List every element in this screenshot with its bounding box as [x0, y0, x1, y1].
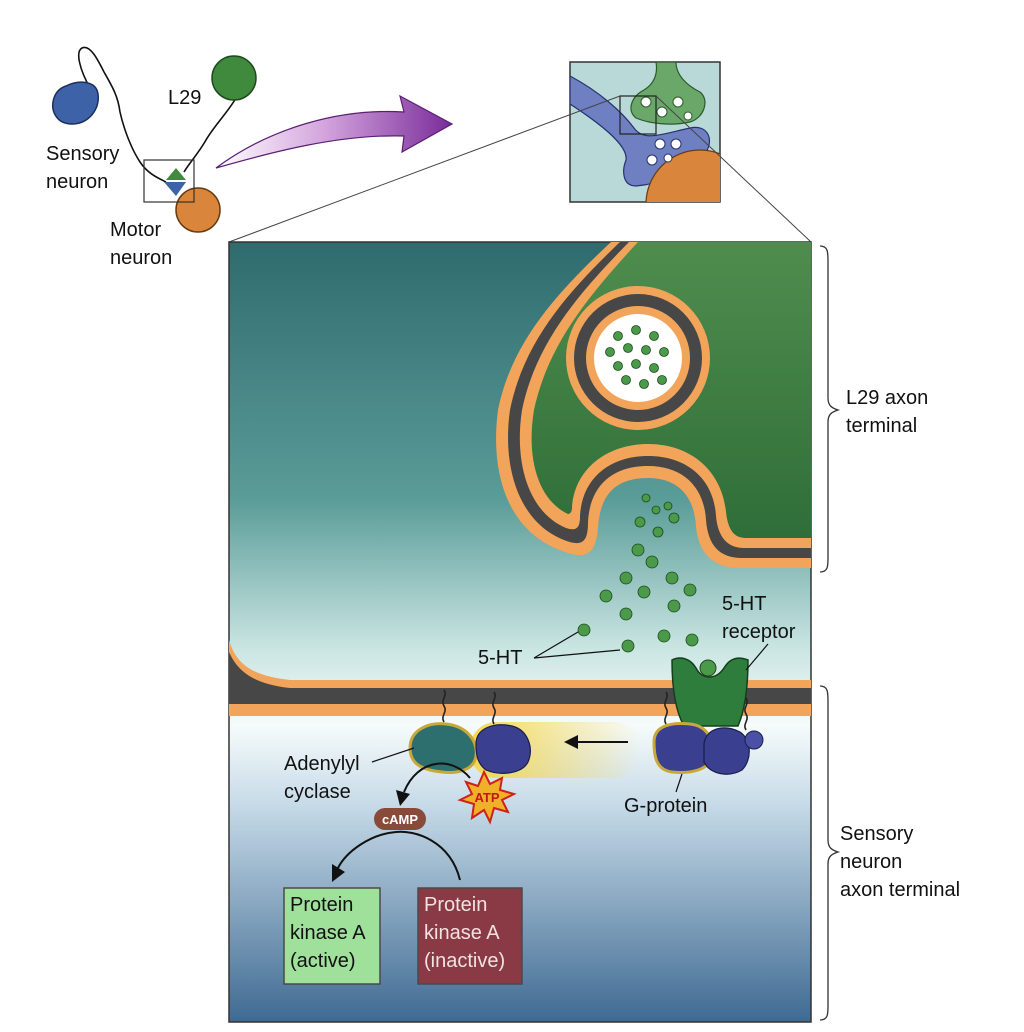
g-protein-anchor-2	[744, 697, 748, 731]
inset-vesicle	[683, 111, 693, 121]
g-alpha-anchor	[492, 691, 496, 725]
label-g-protein: G-protein	[624, 795, 707, 817]
label-pka-active-2: kinase A	[290, 922, 366, 944]
label-motor-neuron-1: Motor	[110, 219, 161, 241]
pka-inactive-box	[417, 887, 523, 985]
pka-active-box	[283, 887, 381, 985]
inset-l29-terminal	[630, 62, 706, 125]
inset-vesicle	[663, 153, 673, 163]
released-5ht-molecules	[577, 493, 699, 653]
label-pka-active-1: Protein	[290, 894, 353, 916]
5ht-leader-1	[533, 631, 579, 659]
pka-activation-arc	[337, 830, 461, 881]
magnify-arrow	[215, 94, 454, 169]
label-l29-terminal-1: L29 axon	[846, 387, 928, 409]
label-atp: ATP	[474, 790, 499, 805]
projection-line-left	[228, 95, 621, 243]
inset-vesicle	[640, 96, 652, 108]
inset-vesicle	[654, 138, 666, 150]
atp-to-camp-arrow	[403, 762, 471, 793]
label-l29-terminal-2: terminal	[846, 415, 917, 437]
label-pka-active-3: (active)	[290, 950, 356, 972]
g-protein-anchor	[664, 691, 668, 725]
g-protein-subunit-c	[744, 730, 764, 750]
inset-vesicle	[646, 154, 658, 166]
l29-axon-line	[183, 97, 237, 173]
label-pka-inactive-1: Protein	[424, 894, 487, 916]
bound-5ht	[699, 659, 717, 677]
main-synapse-panel: ATP cAMP Protein kinase A (active) Prote…	[228, 241, 812, 1023]
label-l29: L29	[168, 87, 201, 109]
zoom-box-small	[143, 159, 195, 203]
label-sensory-terminal-2: neuron	[840, 851, 902, 873]
inset-vesicle	[656, 106, 668, 118]
neuron-overview: L29 Sensory neuron Motor neuron	[46, 46, 257, 269]
bracket-l29-terminal	[819, 245, 841, 573]
label-sensory-neuron-2: neuron	[46, 171, 108, 193]
g-protein-subunit-b	[703, 727, 750, 775]
g-protein-leader	[675, 773, 683, 793]
camp-pill	[374, 808, 426, 830]
label-sensory-terminal-1: Sensory	[840, 823, 913, 845]
label-motor-neuron-2: neuron	[110, 247, 172, 269]
atp-to-camp-arrow-head	[396, 790, 410, 806]
l29-soma	[211, 55, 257, 101]
vesicle-5ht-molecules	[605, 325, 669, 389]
pka-activation-arc-head	[332, 864, 345, 882]
sensory-axon-line	[78, 46, 167, 183]
activation-arrow-head	[564, 735, 578, 749]
receptor-leader	[745, 643, 769, 671]
bracket-sensory-terminal	[819, 685, 841, 1021]
inset-view	[569, 61, 721, 203]
atp-starburst	[457, 769, 517, 825]
label-5ht: 5-HT	[478, 647, 522, 669]
label-adenylyl-1: Adenylyl	[284, 753, 360, 775]
label-camp: cAMP	[382, 812, 418, 827]
label-receptor-1: 5-HT	[722, 593, 766, 615]
inset-motor-neuron	[645, 149, 720, 202]
small-blue-triangle	[164, 182, 186, 196]
motor-soma	[175, 187, 221, 233]
label-receptor-2: receptor	[722, 621, 796, 643]
label-pka-inactive-3: (inactive)	[424, 950, 505, 972]
label-pka-inactive-2: kinase A	[424, 922, 500, 944]
5ht-leader-2	[533, 649, 621, 659]
label-sensory-terminal-3: axon terminal	[840, 879, 960, 901]
label-adenylyl-2: cyclase	[284, 781, 351, 803]
g-alpha-bound	[475, 724, 531, 774]
adenylyl-leader	[371, 747, 415, 763]
inset-vesicle	[670, 138, 682, 150]
sensory-soma	[52, 81, 99, 125]
projection-line-right	[655, 95, 812, 243]
inset-zoom-box	[619, 95, 657, 135]
small-green-triangle	[166, 168, 186, 180]
label-sensory-neuron-1: Sensory	[46, 143, 119, 165]
adenylyl-cyclase	[408, 722, 478, 774]
5ht-receptor	[671, 657, 749, 727]
cyclase-anchor	[442, 689, 446, 723]
sensory-membrane-dark	[229, 652, 811, 704]
inset-vesicle	[672, 96, 684, 108]
